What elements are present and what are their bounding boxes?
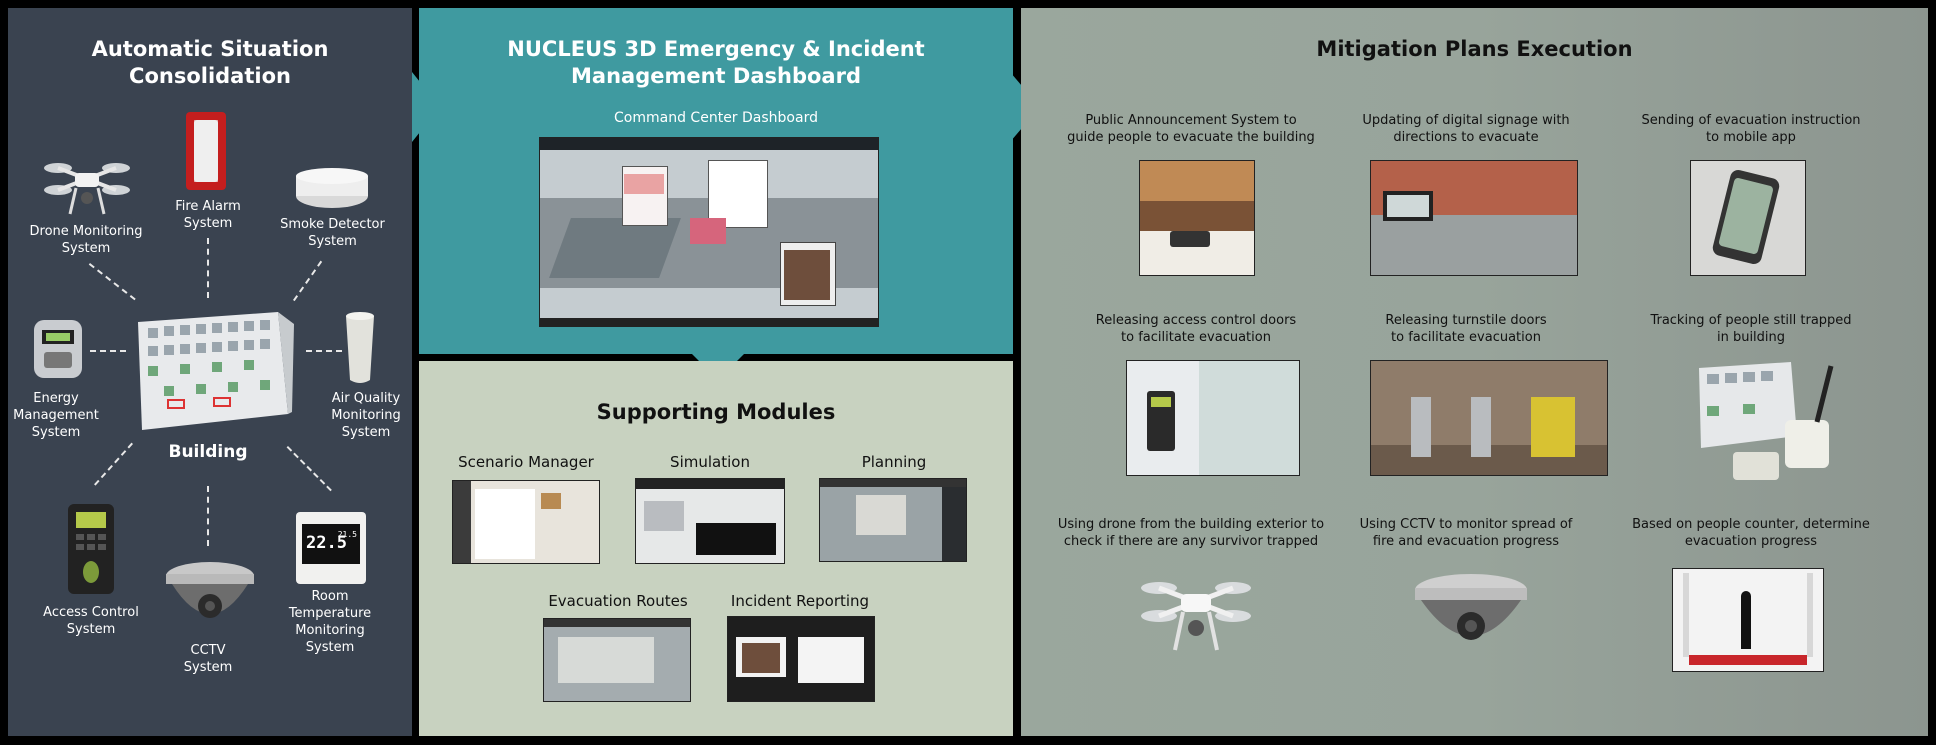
connector-line	[207, 238, 209, 298]
dashboard-title: NUCLEUS 3D Emergency & Incident Manageme…	[507, 37, 925, 88]
turnstile-image	[1370, 360, 1608, 476]
mitigation-title: Mitigation Plans Execution	[1316, 37, 1633, 61]
room-temperature-label: Room Temperature Monitoring System	[288, 589, 372, 655]
supporting-modules-panel: Supporting Modules Scenario Manager Simu…	[419, 361, 1013, 736]
cctv-system-label: CCTV System	[183, 643, 233, 675]
pa-system-image	[1139, 160, 1255, 276]
connector-line	[94, 442, 133, 486]
situation-consolidation-panel: Automatic Situation Consolidation Drone …	[8, 8, 412, 736]
dashboard-panel: NUCLEUS 3D Emergency & Incident Manageme…	[419, 8, 1013, 354]
module-evacuation-thumbnail[interactable]	[543, 618, 691, 702]
command-center-screenshot	[539, 137, 879, 327]
mobile-app-label: Sending of evacuation instruction to mob…	[1641, 113, 1861, 145]
cctv-camera-icon	[1415, 574, 1527, 640]
air-quality-monitor-icon	[346, 312, 374, 383]
connector-line	[207, 486, 209, 546]
module-simulation-label: Simulation	[670, 453, 750, 471]
pa-system-label: Public Announcement System to guide peop…	[1067, 113, 1315, 145]
fire-alarm-label: Fire Alarm System	[175, 199, 241, 231]
module-incident-label: Incident Reporting	[730, 592, 870, 610]
arrow-left-notch	[412, 72, 440, 142]
module-scenario-thumbnail[interactable]	[452, 480, 600, 564]
access-control-label: Access Control System	[43, 605, 139, 637]
connector-line	[90, 350, 126, 352]
thermostat-small-reading: 21.5	[337, 530, 357, 539]
fire-alarm-icon	[186, 112, 226, 190]
module-simulation-thumbnail[interactable]	[635, 478, 785, 564]
dashboard-subtitle: Command Center Dashboard	[614, 110, 818, 126]
module-planning-thumbnail[interactable]	[819, 478, 967, 562]
access-control-icon	[68, 504, 114, 594]
air-quality-label: Air Quality Monitoring System	[331, 391, 401, 440]
energy-management-label: Energy Management System	[13, 391, 99, 440]
connector-line	[306, 350, 342, 352]
digital-signage-label: Updating of digital signage with directi…	[1362, 113, 1570, 145]
digital-signage-image	[1370, 160, 1578, 276]
connector-line	[88, 263, 136, 301]
module-incident-thumbnail[interactable]	[727, 616, 875, 702]
thermostat-reading: 22.5	[306, 533, 347, 553]
building-icon	[138, 312, 294, 430]
connector-line	[286, 446, 332, 492]
thermostat-icon: 22.5 21.5	[296, 512, 366, 584]
panel-title: Automatic Situation Consolidation	[91, 37, 329, 88]
smoke-detector-label: Smoke Detector System	[280, 217, 385, 249]
supporting-modules-title: Supporting Modules	[596, 400, 836, 424]
smoke-detector-icon	[296, 168, 368, 208]
cctv-camera-icon	[166, 562, 254, 618]
drone-icon	[44, 163, 130, 215]
connector-line	[293, 260, 323, 302]
access-doors-image	[1126, 360, 1300, 476]
access-doors-label: Releasing access control doors to facili…	[1095, 313, 1297, 345]
cctv-progress-label: Using CCTV to monitor spread of fire and…	[1359, 517, 1573, 549]
module-planning-label: Planning	[861, 453, 927, 471]
module-scenario-label: Scenario Manager	[458, 453, 594, 471]
energy-meter-icon	[34, 320, 82, 378]
drone-exterior-label: Using drone from the building exterior t…	[1057, 517, 1325, 549]
drone-monitoring-label: Drone Monitoring System	[29, 224, 143, 256]
people-counter-label: Based on people counter, determine evacu…	[1632, 517, 1870, 549]
module-evacuation-label: Evacuation Routes	[548, 592, 688, 610]
drone-icon	[1141, 582, 1251, 651]
building-label: Building	[168, 442, 248, 462]
turnstile-label: Releasing turnstile doors to facilitate …	[1385, 313, 1547, 345]
people-counter-image	[1672, 568, 1824, 672]
tracking-label: Tracking of people still trapped in buil…	[1650, 313, 1852, 345]
mitigation-plans-panel: Mitigation Plans Execution Public Announ…	[1021, 8, 1928, 736]
tracking-device-icon	[1699, 362, 1834, 480]
mobile-app-image	[1690, 160, 1806, 276]
